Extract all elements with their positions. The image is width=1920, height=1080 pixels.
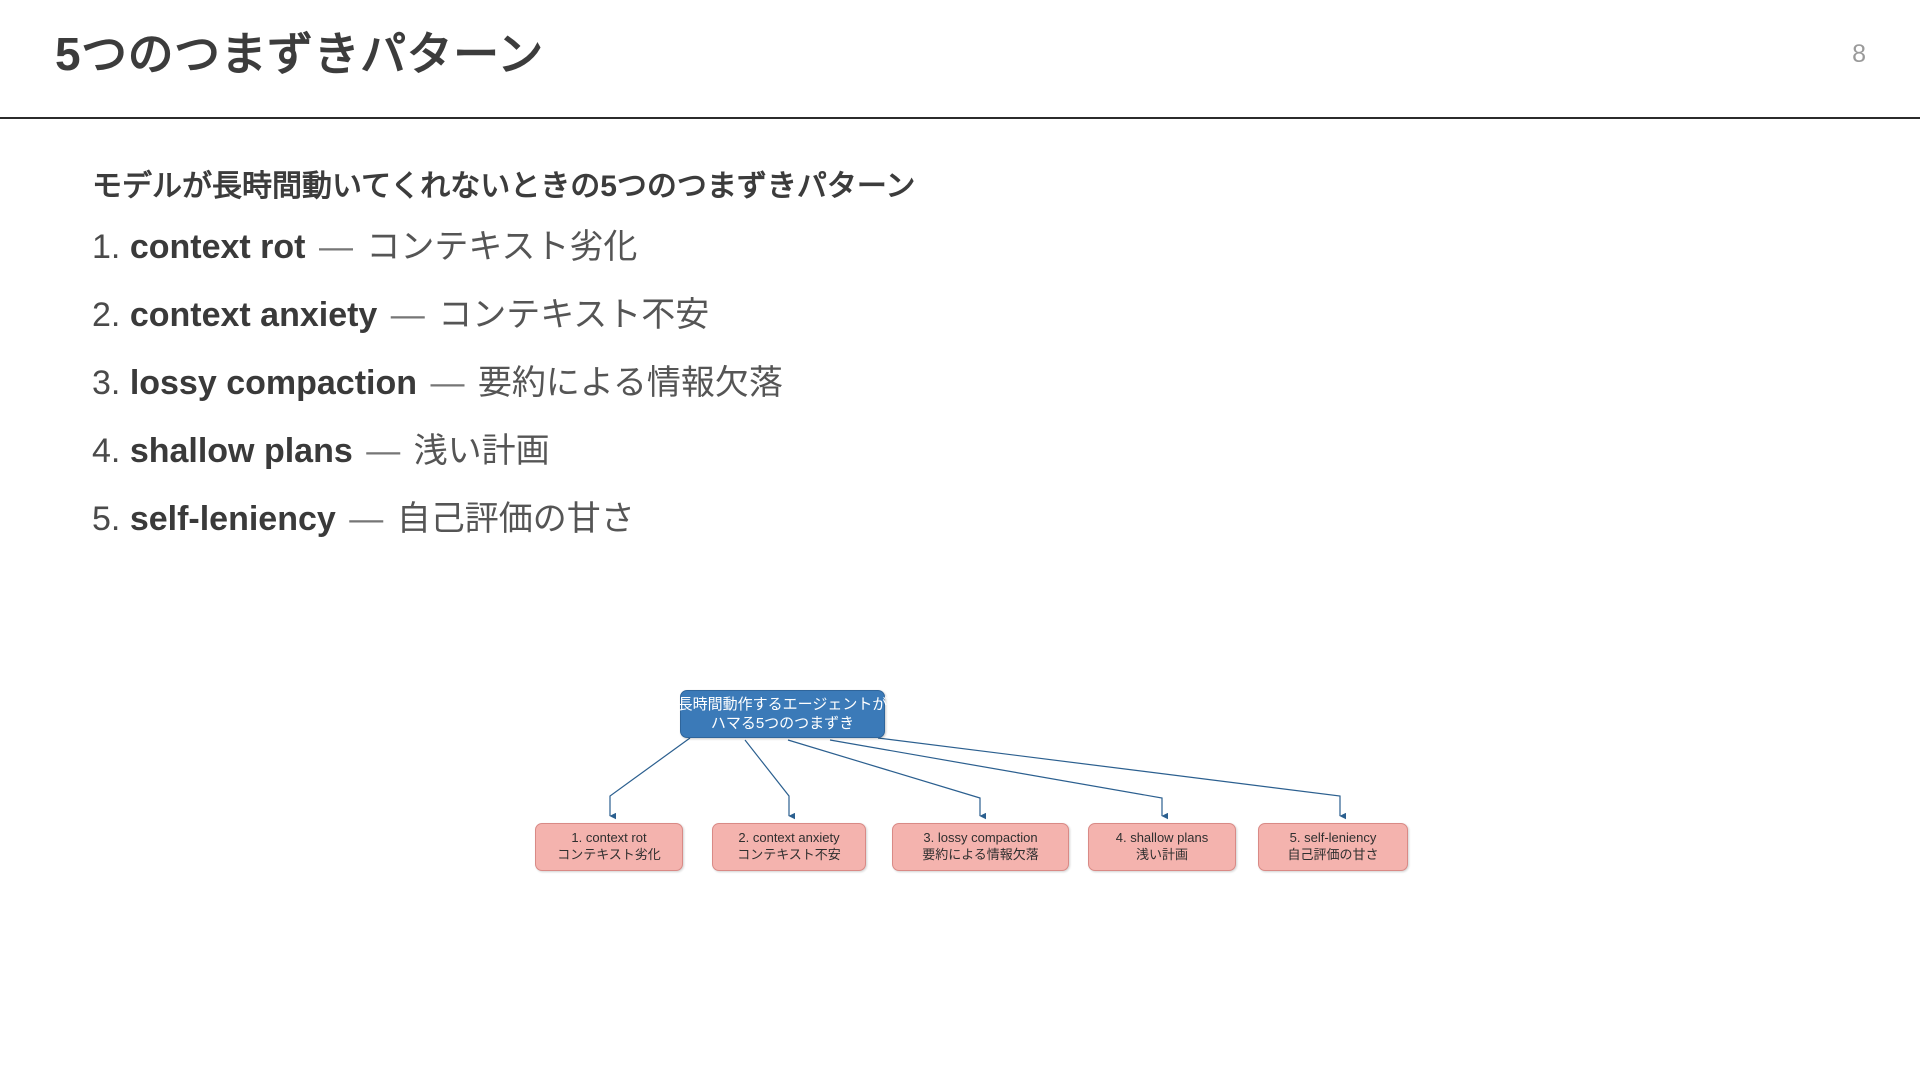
connector-2 <box>744 739 795 820</box>
slide-header: 5つのつまずきパターン 8 <box>0 0 1920 119</box>
leaf-3-line-1: 3. lossy compaction <box>923 830 1038 846</box>
pattern-term: self-leniency <box>129 500 336 538</box>
diagram-leaf-node-2[interactable]: 2. context anxiety コンテキスト不安 <box>712 823 866 871</box>
pattern-term: context anxiety <box>129 296 378 334</box>
leaf-5-line-2: 自己評価の甘さ <box>1287 847 1379 862</box>
slide-body: モデルが長時間動いてくれないときの5つのつまずきパターン 1. context … <box>0 118 1920 1080</box>
pattern-gloss: 浅い計画 <box>413 432 550 470</box>
connector-4 <box>829 739 1168 820</box>
page-title: 5つのつまずきパターン <box>55 28 544 80</box>
leaf-2-line-1: 2. context anxiety <box>738 830 840 846</box>
pattern-dash: — <box>349 500 384 538</box>
page-number: 8 <box>1852 40 1866 68</box>
list-item: 5. self-leniency — 自己評価の甘さ <box>92 485 1292 553</box>
pattern-dash: — <box>430 364 465 402</box>
pattern-list: 1. context rot — コンテキスト劣化 2. context anx… <box>92 213 1292 553</box>
pattern-gloss: コンテキスト不安 <box>438 296 710 334</box>
diagram-leaf-node-1[interactable]: 1. context rot コンテキスト劣化 <box>535 823 683 871</box>
pattern-index: 3. <box>92 364 121 402</box>
pattern-dash: — <box>390 296 425 334</box>
connector-5 <box>877 737 1346 820</box>
list-item: 3. lossy compaction — 要約による情報欠落 <box>92 349 1292 417</box>
pattern-index: 5. <box>92 500 121 538</box>
pattern-term: shallow plans <box>129 432 353 470</box>
header-divider <box>0 117 1920 119</box>
pattern-index: 2. <box>92 296 121 334</box>
list-item: 4. shallow plans — 浅い計画 <box>92 417 1292 485</box>
diagram-root-node[interactable]: 長時間動作するエージェントが ハマる5つのつまずき <box>677 690 888 738</box>
lead-text: モデルが長時間動いてくれないときの5つのつまずきパターン <box>92 170 916 203</box>
leaf-1-line-2: コンテキスト劣化 <box>557 847 661 862</box>
root-line-1: 長時間動作するエージェントが <box>677 695 888 713</box>
leaf-1-line-1: 1. context rot <box>571 830 647 846</box>
pattern-dash: — <box>318 228 353 266</box>
pattern-index: 4. <box>92 432 121 470</box>
pattern-gloss: 要約による情報欠落 <box>477 364 783 402</box>
hierarchy-diagram: 長時間動作するエージェントが ハマる5つのつまずき 1. context rot… <box>500 658 1460 958</box>
diagram-leaf-node-3[interactable]: 3. lossy compaction 要約による情報欠落 <box>892 823 1069 871</box>
list-item: 2. context anxiety — コンテキスト不安 <box>92 281 1292 349</box>
list-item: 1. context rot — コンテキスト劣化 <box>92 213 1292 281</box>
diagram-leaf-node-4[interactable]: 4. shallow plans 浅い計画 <box>1088 823 1236 871</box>
pattern-gloss: コンテキスト劣化 <box>366 228 638 266</box>
root-line-2: ハマる5つのつまずき <box>710 715 855 732</box>
diagram-leaf-node-5[interactable]: 5. self-leniency 自己評価の甘さ <box>1258 823 1408 871</box>
pattern-dash: — <box>366 432 401 470</box>
connector-3 <box>787 739 986 820</box>
pattern-term: lossy compaction <box>129 364 418 402</box>
leaf-5-line-1: 5. self-leniency <box>1289 830 1377 846</box>
leaf-3-line-2: 要約による情報欠落 <box>922 847 1039 862</box>
pattern-term: context rot <box>129 228 306 266</box>
pattern-gloss: 自己評価の甘さ <box>396 500 635 538</box>
leaf-2-line-2: コンテキスト不安 <box>737 847 841 862</box>
leaf-4-line-1: 4. shallow plans <box>1115 830 1209 846</box>
pattern-index: 1. <box>92 228 121 266</box>
diagram-connectors <box>609 737 1346 820</box>
connector-1 <box>609 737 691 820</box>
leaf-4-line-2: 浅い計画 <box>1135 847 1188 862</box>
